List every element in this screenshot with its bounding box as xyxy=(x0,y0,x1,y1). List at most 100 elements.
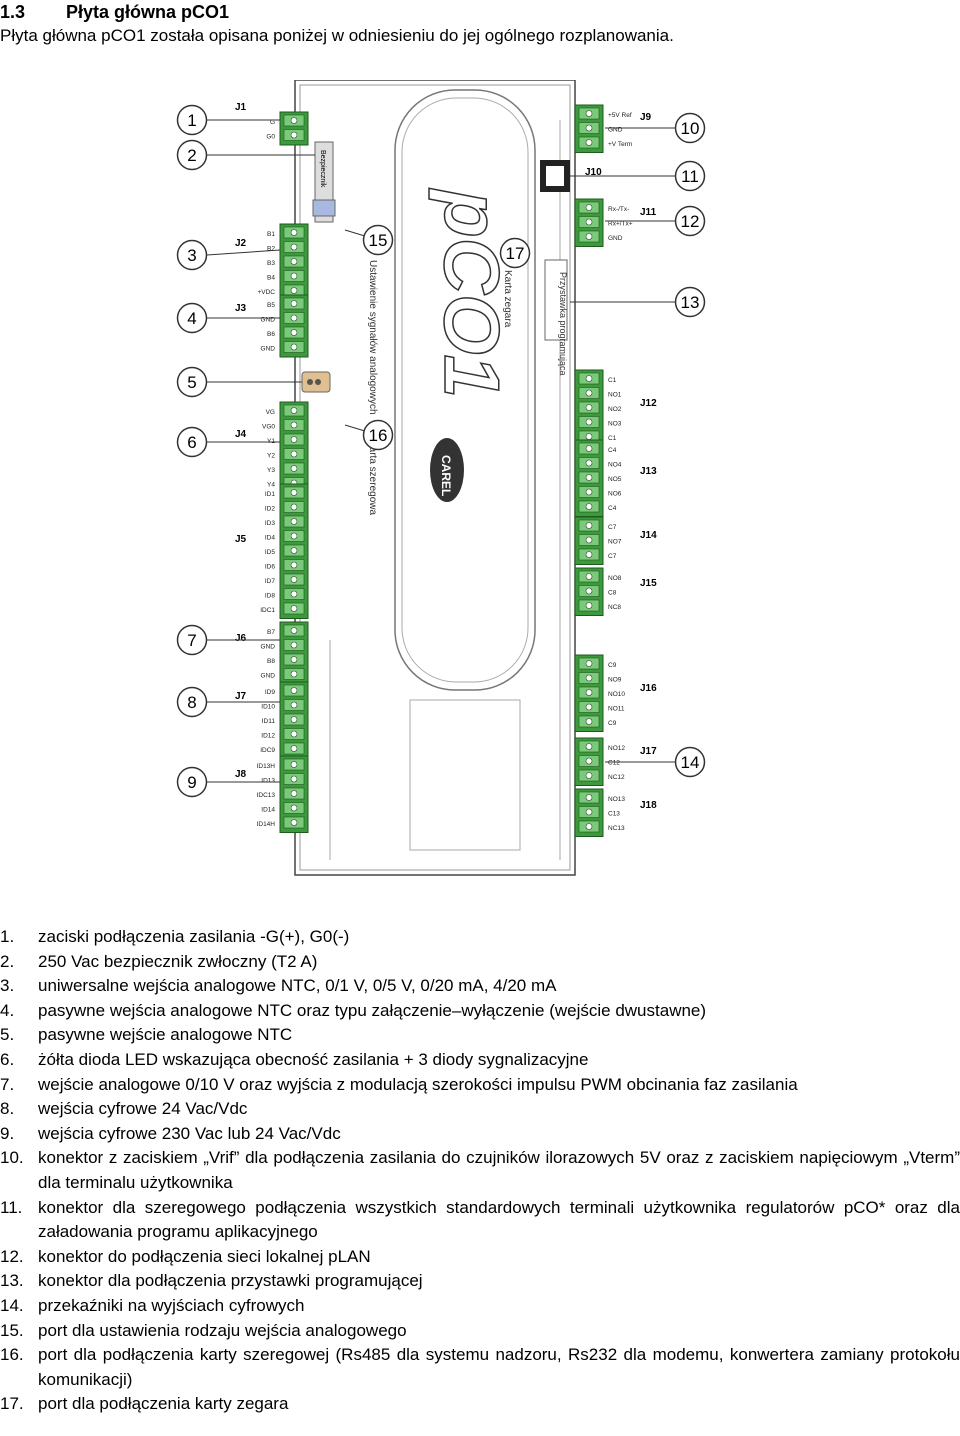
connector-label-j16: J16 xyxy=(640,683,657,694)
callout-number: 4 xyxy=(187,309,196,328)
pin-label: NO12 xyxy=(608,745,625,752)
legend-text: pasywne wejścia analogowe NTC oraz typu … xyxy=(38,1000,707,1020)
legend-number: 8. xyxy=(0,1099,15,1119)
connector-label-j4: J4 xyxy=(235,429,247,440)
pin-label: ID14H xyxy=(257,821,276,828)
legend-item: 1.zaciski podłączenia zasilania -G(+), G… xyxy=(0,925,960,950)
connector-label-j6: J6 xyxy=(235,633,247,644)
pin-label: C9 xyxy=(608,662,617,669)
fuse-label: Bezpiecznik xyxy=(319,150,326,188)
legend-text: port dla podłączenia karty szeregowej (R… xyxy=(38,1345,960,1389)
pin-label: NO5 xyxy=(608,476,622,483)
programmer-label: Przystawka programująca xyxy=(558,272,568,376)
connector-label-j12: J12 xyxy=(640,398,657,409)
legend-item: 11.konektor dla szeregowego podłączenia … xyxy=(0,1196,960,1245)
pin-label: ID14 xyxy=(261,807,275,814)
legend-text: zaciski podłączenia zasilania -G(+), G0(… xyxy=(38,927,350,946)
legend-text: konektor do podłączenia sieci lokalnej p… xyxy=(38,1246,371,1266)
pin-label: G xyxy=(270,119,275,126)
connector-label-j13: J13 xyxy=(640,466,657,477)
pin-label: GND xyxy=(608,235,623,242)
legend-number: 11. xyxy=(0,1197,23,1217)
pin-label: C9 xyxy=(608,720,617,727)
pin-label: GND xyxy=(261,317,276,324)
legend-number: 14. xyxy=(0,1295,24,1315)
pin-label: GND xyxy=(261,673,276,680)
terminal-j4: VGVG0Y1Y2Y3Y4J4 xyxy=(235,401,309,494)
pin-label: NO4 xyxy=(608,462,622,469)
legend-item: 8.wejścia cyfrowe 24 Vac/Vdc xyxy=(0,1097,960,1122)
rj-connector-j10 xyxy=(540,160,570,192)
legend-number: 17. xyxy=(0,1394,24,1414)
legend-list: 1.zaciski podłączenia zasilania -G(+), G… xyxy=(0,925,960,1417)
callout-number: 11 xyxy=(681,167,699,186)
fuse: Bezpiecznik xyxy=(312,141,336,223)
legend-text: 250 Vac bezpiecznik zwłoczny (T2 A) xyxy=(38,951,318,971)
terminal-blocks: GG0J1B1B2B3B4+VDCJ2B5GNDB6GNDJ3VGVG0Y1Y2… xyxy=(235,102,657,837)
pin-label: NC13 xyxy=(608,825,625,832)
pin-label: ID8 xyxy=(265,593,276,600)
callout-3: 3 xyxy=(176,239,281,271)
connector-label-j2: J2 xyxy=(235,238,247,249)
pin-label: ID10 xyxy=(261,704,275,711)
callout-9: 9 xyxy=(176,766,280,798)
pin-label: NO9 xyxy=(608,677,622,684)
pin-label: B5 xyxy=(267,302,275,309)
pin-label: NO8 xyxy=(608,575,622,582)
legend-text: żółta dioda LED wskazująca obecność zasi… xyxy=(38,1049,589,1069)
legend-item: 5. pasywne wejście analogowe NTC xyxy=(0,1023,960,1048)
pin-label: C7 xyxy=(608,553,617,560)
legend-text: pasywne wejście analogowe NTC xyxy=(38,1025,293,1045)
pco1-logo: pCO1 xyxy=(428,188,516,398)
pin-label: B6 xyxy=(267,331,275,338)
callout-number: 5 xyxy=(187,373,196,392)
legend-item: 17. port dla podłączenia karty zegara xyxy=(0,1392,960,1417)
callout-2: 2 xyxy=(176,139,315,171)
pin-label: B4 xyxy=(267,275,275,282)
connector-label-j10: J10 xyxy=(585,167,602,178)
connector-label-j17: J17 xyxy=(640,746,657,757)
pin-label: IDC13 xyxy=(257,792,276,799)
analog-setting-label: Ustawienie sygnałów analogowych xyxy=(367,260,378,415)
pin-label: NO6 xyxy=(608,491,622,498)
pin-label: C4 xyxy=(608,447,617,454)
pin-label: ID4 xyxy=(265,535,276,542)
callout-6: 6 xyxy=(176,426,280,458)
callout-number: 15 xyxy=(369,231,388,250)
pin-label: ID13 xyxy=(261,778,275,785)
pin-label: VG0 xyxy=(262,424,275,431)
legend-text: konektor dla podłączenia przystawki prog… xyxy=(38,1271,423,1291)
legend-number: 10. xyxy=(0,1148,24,1168)
pin-label: NO7 xyxy=(608,539,622,546)
pin-label: ID3 xyxy=(265,520,276,527)
pin-label: C4 xyxy=(608,505,617,512)
callout-17: 17 xyxy=(499,237,531,269)
pin-label: ID11 xyxy=(262,718,276,725)
callout-13: 13 xyxy=(570,286,706,318)
connector-label-j14: J14 xyxy=(640,530,657,541)
legend-text: port dla podłączenia karty zegara xyxy=(38,1394,289,1414)
legend-text: konektor z zaciskiem „Vrif” dla podłącze… xyxy=(38,1148,960,1192)
pin-label: IDC9 xyxy=(260,747,275,754)
pin-label: VG xyxy=(266,409,275,416)
pin-label: ID9 xyxy=(265,689,276,696)
pin-label: B2 xyxy=(267,246,275,253)
pin-label: NO10 xyxy=(608,691,625,698)
legend-item: 12.konektor do podłączenia sieci lokalne… xyxy=(0,1245,960,1270)
serial-card-label: Karta szeregowa xyxy=(367,440,378,515)
carel-badge: CAREL xyxy=(430,438,464,502)
legend-text: port dla ustawienia rodzaju wejścia anal… xyxy=(38,1320,407,1340)
legend-number: 2. xyxy=(0,951,15,971)
legend-number: 5. xyxy=(0,1025,15,1045)
pin-label: GND xyxy=(261,346,276,353)
connector-label-j15: J15 xyxy=(640,578,657,589)
